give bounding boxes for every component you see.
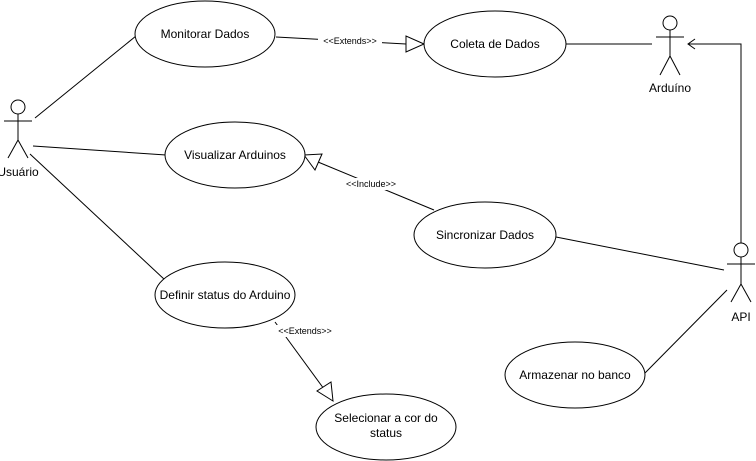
associations	[29, 35, 728, 374]
assoc-sincronizar-api	[555, 236, 725, 271]
use-case-label-line2: status	[370, 426, 402, 440]
actor-arduino[interactable]: Arduíno	[649, 15, 691, 95]
use-case-monitorar-dados[interactable]: Monitorar Dados	[134, 0, 276, 68]
assoc-armazenar-api	[644, 289, 728, 374]
use-case-label: Armazenar no banco	[519, 368, 631, 382]
open-triangle-arrowhead	[303, 153, 323, 171]
stick-figure-icon	[4, 99, 32, 159]
use-case-sincronizar-dados[interactable]: Sincronizar Dados	[413, 201, 557, 269]
relation-extends-definir-selecionar: <<Extends>>	[270, 321, 340, 402]
use-case-definir-status[interactable]: Definir status do Arduino	[154, 261, 296, 329]
extends-label-1: <<Extends>>	[323, 36, 377, 46]
stick-figure-icon	[656, 15, 684, 76]
assoc-api-arduino	[687, 38, 742, 243]
extends-label-2: <<Extends>>	[278, 326, 332, 336]
open-triangle-arrowhead	[405, 35, 426, 53]
use-case-label: Coleta de Dados	[450, 37, 539, 51]
actor-label: Arduíno	[649, 81, 691, 95]
use-case-armazenar-no-banco[interactable]: Armazenar no banco	[504, 341, 646, 409]
assoc-usuario-monitorar	[34, 35, 137, 119]
actor-usuario[interactable]: Usuário	[0, 99, 39, 179]
use-case-coleta-de-dados[interactable]: Coleta de Dados	[423, 10, 567, 78]
assoc-usuario-visualizar	[32, 145, 167, 156]
open-arrowhead	[687, 38, 696, 50]
actor-api[interactable]: API	[727, 242, 755, 324]
use-case-label: Sincronizar Dados	[436, 228, 534, 242]
use-case-label: Visualizar Arduinos	[184, 148, 286, 162]
include-label: <<Include>>	[346, 179, 396, 189]
relation-include-sincronizar-visualizar: <<Include>>	[303, 153, 435, 211]
stick-figure-icon	[727, 242, 755, 303]
relation-extends-monitorar-coleta: <<Extends>>	[275, 35, 426, 53]
open-triangle-arrowhead	[316, 381, 334, 402]
use-case-label: Definir status do Arduino	[160, 288, 291, 302]
actor-label: Usuário	[0, 165, 39, 179]
actor-label: API	[731, 310, 750, 324]
use-case-label: Monitorar Dados	[161, 27, 250, 41]
use-case-selecionar-cor[interactable]: Selecionar a cor do status	[315, 393, 457, 461]
use-case-label-line1: Selecionar a cor do	[334, 411, 438, 425]
assoc-usuario-definir	[29, 153, 166, 281]
use-case-visualizar-arduinos[interactable]: Visualizar Arduinos	[164, 121, 306, 189]
